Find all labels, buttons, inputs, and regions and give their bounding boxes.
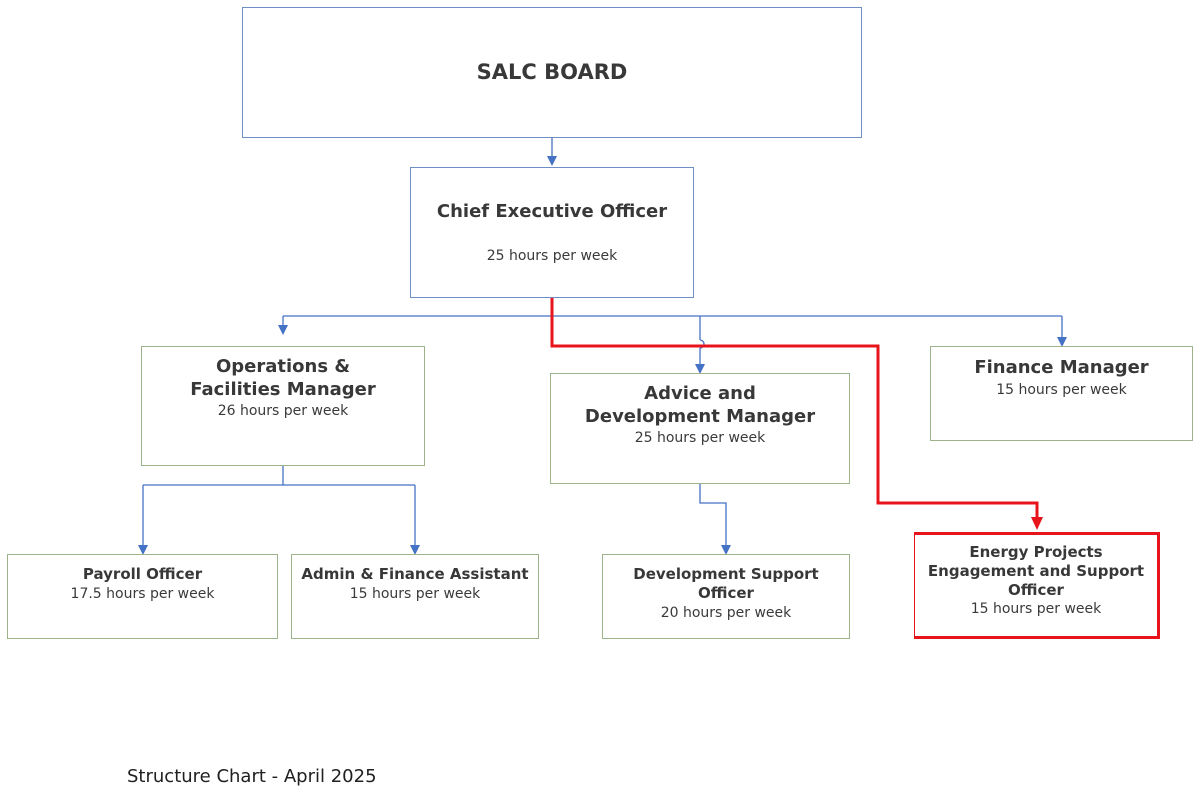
arrowhead-dev-support xyxy=(721,545,731,555)
admin-title: Admin & Finance Assistant xyxy=(301,565,529,583)
chart-caption: Structure Chart - April 2025 xyxy=(127,766,377,787)
finance-manager-box: Finance Manager 15 hours per week xyxy=(930,346,1193,441)
connector-to-dev-support xyxy=(699,484,727,547)
arrowhead-ceo xyxy=(547,156,557,166)
payroll-title: Payroll Officer xyxy=(82,565,203,583)
highlight-arrowhead-energy xyxy=(1031,517,1043,530)
operations-title: Operations & Facilities Manager xyxy=(190,356,376,400)
arrowhead-admin xyxy=(410,545,420,555)
arrowhead-operations xyxy=(278,325,288,335)
dev-support-title: Development Support Officer xyxy=(633,565,819,602)
arrowhead-advice xyxy=(695,364,705,374)
arrowhead-payroll xyxy=(138,545,148,555)
operations-box: Operations & Facilities Manager 26 hours… xyxy=(141,346,425,466)
energy-officer-hours: 15 hours per week xyxy=(970,601,1102,618)
highlight-connector-energy xyxy=(550,297,1039,520)
ceo-box: Chief Executive Officer 25 hours per wee… xyxy=(410,167,694,298)
finance-manager-title: Finance Manager xyxy=(974,357,1149,378)
finance-manager-hours: 15 hours per week xyxy=(996,381,1127,398)
connector-hop xyxy=(699,339,705,349)
ceo-title: Chief Executive Officer xyxy=(436,201,668,223)
energy-officer-title: Energy Projects Engagement and Support O… xyxy=(927,543,1145,599)
advice-title: Advice and Development Manager xyxy=(584,383,816,427)
dev-support-box: Development Support Officer 20 hours per… xyxy=(602,554,850,639)
ceo-hours: 25 hours per week xyxy=(486,247,618,264)
operations-hours: 26 hours per week xyxy=(217,403,349,419)
advice-box: Advice and Development Manager 25 hours … xyxy=(550,373,850,484)
advice-hours: 25 hours per week xyxy=(634,430,766,446)
energy-officer-box: Energy Projects Engagement and Support O… xyxy=(914,532,1160,639)
board-title: SALC BOARD xyxy=(476,60,628,85)
dev-support-hours: 20 hours per week xyxy=(660,604,792,621)
blue-connectors xyxy=(142,138,1063,547)
payroll-box: Payroll Officer 17.5 hours per week xyxy=(7,554,278,639)
admin-box: Admin & Finance Assistant 15 hours per w… xyxy=(291,554,539,639)
admin-hours: 15 hours per week xyxy=(349,585,481,602)
board-box: SALC BOARD xyxy=(242,7,862,138)
payroll-hours: 17.5 hours per week xyxy=(70,585,215,602)
arrowhead-finance xyxy=(1057,337,1067,347)
blue-arrowheads xyxy=(138,156,1067,555)
